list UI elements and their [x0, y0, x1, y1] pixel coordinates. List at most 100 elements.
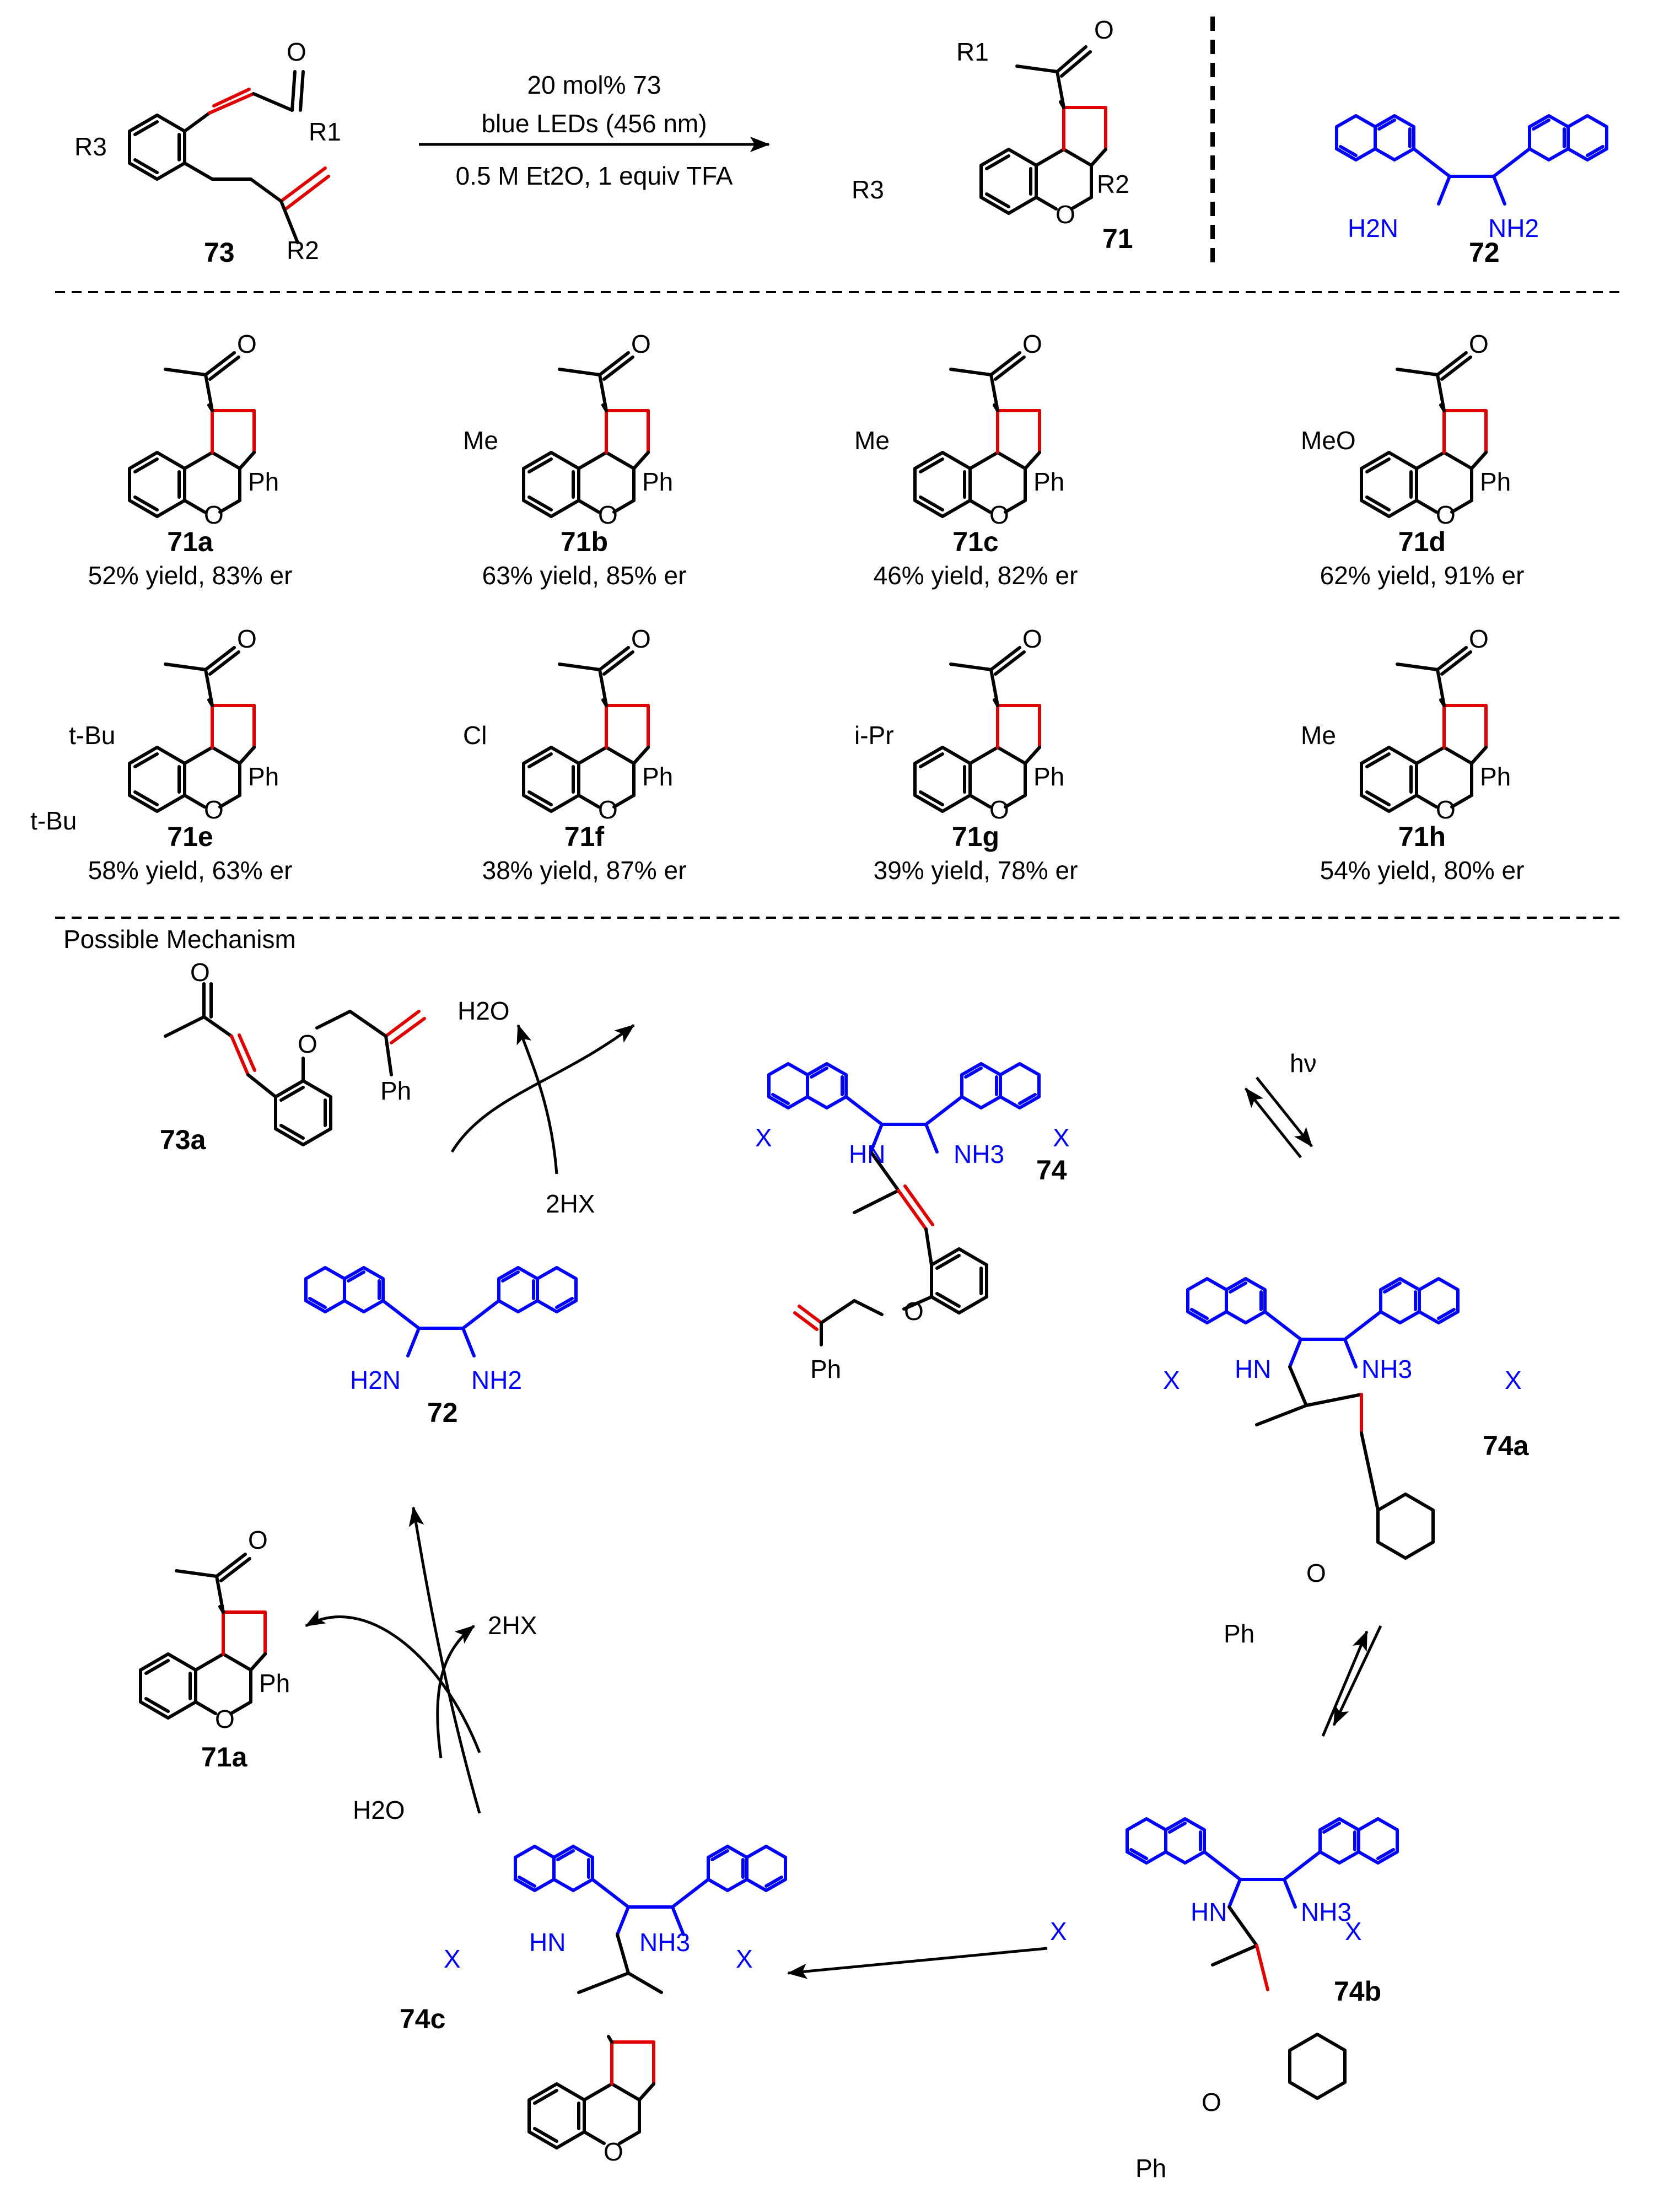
yield-er-label: 54% yield, 80% er	[1320, 856, 1525, 885]
catalyst-return-arrow	[408, 1506, 481, 1814]
label-72: 72	[427, 1397, 458, 1428]
r2-label: R2	[287, 236, 319, 265]
yield-er-label: 46% yield, 82% er	[874, 561, 1078, 590]
atom-o: O	[248, 1526, 268, 1554]
atom-o: O	[215, 1705, 235, 1733]
excitation-arrow	[1245, 1087, 1302, 1159]
ph-label: Ph	[380, 1076, 411, 1105]
substituent-label: Me	[854, 426, 890, 455]
substrate-73	[128, 70, 330, 244]
acid-label: 2HX	[488, 1611, 537, 1640]
equilibrium-arrow	[1332, 1625, 1382, 1726]
nh2-label: NH2	[1488, 214, 1539, 243]
hn-label: HN	[1235, 1355, 1271, 1383]
atom-o: O	[1469, 624, 1489, 653]
ph-label: Ph	[642, 467, 673, 496]
yield-er-label: 62% yield, 91% er	[1320, 561, 1525, 590]
nh3-label: NH3	[639, 1928, 690, 1957]
cycle-arrow	[516, 1024, 558, 1175]
atom-o: O	[1202, 2088, 1221, 2116]
atom-o: O	[1022, 624, 1042, 653]
compound-id: 71d	[1398, 526, 1446, 557]
ph-label: Ph	[248, 762, 279, 791]
atom-o: O	[1306, 1559, 1326, 1587]
condition-light: blue LEDs (456 nm)	[481, 109, 707, 138]
water-label: H2O	[457, 996, 510, 1025]
r3-label: R3	[74, 132, 107, 161]
atom-o: O	[1469, 330, 1489, 358]
counterion-x: X	[736, 1944, 753, 1973]
label-73a: 73a	[160, 1124, 207, 1155]
substituent-label: t-Bu	[69, 721, 115, 750]
substituent-label: MeO	[1301, 426, 1356, 455]
counterion-x: X	[1163, 1366, 1180, 1394]
atom-o: O	[904, 1297, 924, 1326]
label-71a: 71a	[201, 1742, 248, 1773]
r2-label: R2	[1097, 170, 1129, 198]
intermediate-74	[769, 1064, 1039, 1346]
mechanism-heading: Possible Mechanism	[63, 925, 296, 953]
substituent-label: t-Bu	[30, 806, 77, 835]
intermediate-74b	[1127, 1819, 1397, 2100]
ph-label: Ph	[1224, 1619, 1254, 1648]
acid-label: 2HX	[546, 1189, 595, 1218]
nh3-label: NH3	[954, 1140, 1004, 1168]
nh3-label: NH3	[1361, 1355, 1412, 1383]
product-71	[981, 45, 1106, 213]
label-74b: 74b	[1334, 1976, 1381, 2007]
hn-label: HN	[849, 1140, 885, 1168]
ph-label: Ph	[1033, 467, 1064, 496]
catalyst-72	[1337, 116, 1607, 204]
atom-o: O	[287, 37, 306, 66]
counterion-x: X	[444, 1944, 461, 1973]
compound-id: 71a	[167, 526, 214, 557]
yield-er-label: 58% yield, 63% er	[88, 856, 293, 885]
product-71g: O O Ph i-Pr 71g 39% yield, 78% er	[854, 624, 1078, 885]
water-label: H2O	[353, 1796, 405, 1824]
atom-o: O	[237, 330, 257, 358]
atom-o: O	[604, 2137, 623, 2166]
compound-id: 71e	[167, 821, 213, 852]
atom-o: O	[204, 500, 224, 529]
yield-er-label: 38% yield, 87% er	[482, 856, 687, 885]
intermediate-74c	[515, 1846, 785, 1994]
product-71a-mech	[141, 1553, 265, 1718]
cycle-arrow	[450, 1024, 635, 1153]
compound-id: 71f	[564, 821, 605, 852]
atom-o: O	[190, 958, 210, 987]
catalyst-72-mech	[306, 1268, 576, 1356]
atom-o: O	[298, 1030, 317, 1058]
ph-label: Ph	[248, 467, 279, 496]
ph-label: Ph	[1033, 762, 1064, 791]
atom-o: O	[1436, 500, 1456, 529]
compound-id: 71h	[1398, 821, 1446, 852]
intermediate-74a	[1188, 1279, 1458, 1560]
r1-label: R1	[956, 37, 989, 66]
substituent-label: Me	[1301, 721, 1336, 750]
h2n-label: H2N	[1348, 214, 1398, 243]
yield-er-label: 39% yield, 78% er	[874, 856, 1078, 885]
compound-label-73: 73	[204, 237, 235, 268]
atom-o: O	[1436, 795, 1456, 824]
cyclization-arrow	[787, 1947, 1048, 1979]
ph-label: Ph	[259, 1669, 290, 1698]
yield-er-label: 63% yield, 85% er	[482, 561, 687, 590]
yield-er-label: 52% yield, 83% er	[88, 561, 293, 590]
compound-id: 71g	[952, 821, 999, 852]
ph-label: Ph	[1135, 2154, 1166, 2183]
h2n-label: H2N	[350, 1366, 401, 1394]
substituent-label: i-Pr	[854, 721, 894, 750]
nh2-label: NH2	[471, 1366, 522, 1394]
light-label: hν	[1290, 1049, 1317, 1078]
compound-label-72: 72	[1469, 237, 1500, 268]
atom-o: O	[989, 795, 1009, 824]
condition-catalyst: 20 mol% 73	[527, 71, 661, 99]
